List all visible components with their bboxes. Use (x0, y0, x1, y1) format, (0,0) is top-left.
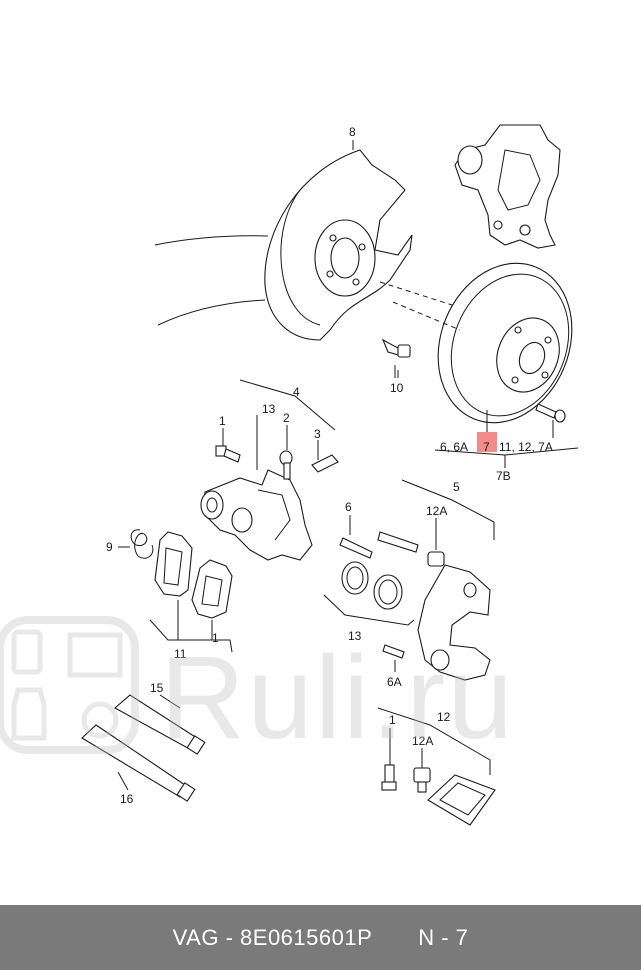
label-7b: 7B (496, 469, 511, 483)
label-11: 11 (174, 647, 187, 661)
footer-position: N - 7 (418, 924, 469, 950)
label-row-highlight: 7 (483, 440, 490, 454)
label-13-mid: 13 (348, 629, 362, 643)
screw-7a-part (535, 403, 566, 423)
label-6a: 6A (387, 675, 402, 689)
footer-brand: VAG (172, 924, 219, 950)
label-8: 8 (349, 125, 356, 139)
brake-disc-part (379, 262, 573, 424)
label-13-top: 13 (262, 402, 276, 416)
label-12: 12 (437, 710, 451, 724)
label-5: 5 (453, 480, 460, 494)
dust-shield-part (154, 149, 413, 341)
footer-spacer (379, 925, 412, 950)
label-16: 16 (120, 792, 134, 806)
label-15: 15 (150, 681, 164, 695)
bolt-10-part (381, 338, 411, 378)
label-row-left: 6, 6A (440, 440, 468, 454)
footer-bar: VAG - 8E0615601P N - 7 (0, 905, 641, 970)
footer-part-number: 8E0615601P (240, 924, 372, 950)
label-4: 4 (293, 385, 300, 399)
highlight-box (477, 432, 497, 452)
footer-separator: - (225, 924, 241, 950)
footer-text: VAG - 8E0615601P N - 7 (173, 925, 469, 951)
label-1-top: 1 (219, 414, 226, 428)
label-12a-mid: 12A (426, 504, 447, 518)
label-1-bottom: 1 (389, 713, 396, 727)
label-10: 10 (390, 381, 404, 395)
label-6: 6 (345, 500, 352, 514)
carrier-5-part (339, 531, 491, 681)
label-3: 3 (314, 427, 321, 441)
caliper-top-part (454, 124, 561, 249)
brake-pads-part (154, 531, 233, 619)
label-12a-bottom: 12A (412, 734, 433, 748)
label-1-mid: 1 (212, 631, 219, 645)
caliper-housing-part (200, 445, 339, 561)
grease-tubes-part (81, 694, 206, 802)
leader-lines (117, 140, 579, 791)
parts-diagram: 8 10 4 13 1 2 3 9 11 1 6 5 12A 13 6A 15 … (81, 124, 579, 826)
label-9: 9 (106, 540, 113, 554)
label-2: 2 (283, 411, 290, 425)
watermark-text: Ruli.ru (160, 632, 515, 764)
spring-9-part (130, 529, 154, 559)
repair-kit-part (381, 764, 496, 826)
seal-ring-part (341, 561, 403, 610)
label-row-right: 11, 12, 7A (499, 440, 553, 454)
